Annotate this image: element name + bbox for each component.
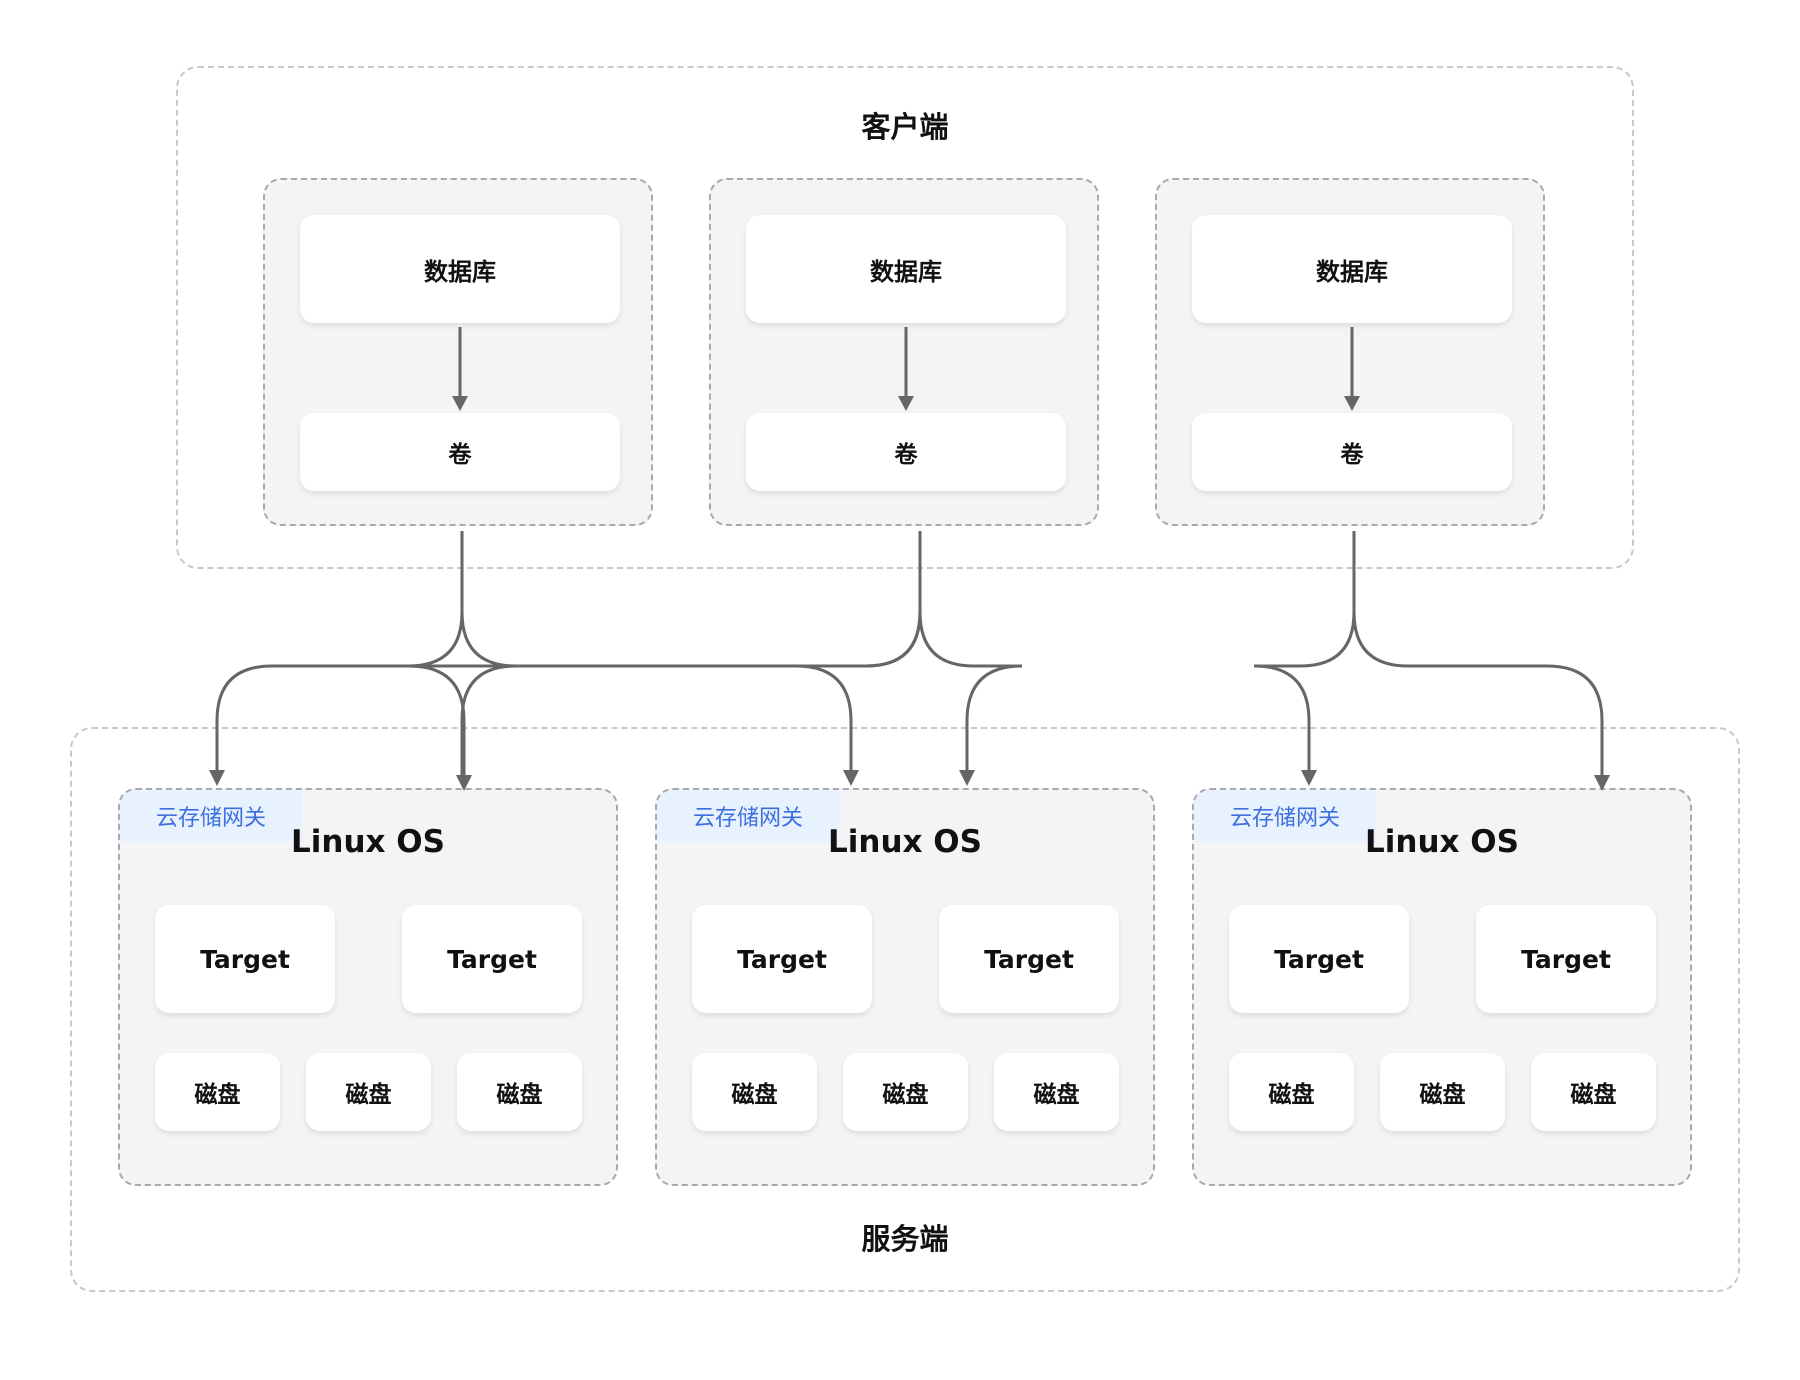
target-card: Target <box>939 905 1119 1013</box>
connector-path <box>1253 531 1356 770</box>
disk-card: 磁盘 <box>843 1053 968 1131</box>
target-card: Target <box>155 905 335 1013</box>
disk-card: 磁盘 <box>306 1053 431 1131</box>
gateway-tag: 云存储网关 <box>120 790 302 842</box>
connector-path <box>408 611 517 775</box>
database-card: 数据库 <box>746 215 1066 323</box>
target-card: Target <box>692 905 872 1013</box>
connector-path <box>918 611 1023 770</box>
connector-path <box>795 611 922 770</box>
disk-card: 磁盘 <box>692 1053 817 1131</box>
db-to-volume-arrow <box>1344 327 1360 411</box>
client-title: 客户端 <box>861 110 949 144</box>
target-card: Target <box>1229 905 1409 1013</box>
server-node-3: 云存储网关 Linux OS Target Target 磁盘 磁盘 磁盘 <box>1192 788 1692 1186</box>
database-card: 数据库 <box>300 215 620 323</box>
client-group: 客户端 <box>176 66 1634 569</box>
server-node-2: 云存储网关 Linux OS Target Target 磁盘 磁盘 磁盘 <box>655 788 1155 1186</box>
disk-card: 磁盘 <box>1531 1053 1656 1131</box>
server-title: 服务端 <box>861 1222 949 1256</box>
client-stack-1: 数据库 卷 <box>263 178 653 526</box>
db-to-volume-arrow <box>452 327 468 411</box>
target-card: Target <box>402 905 582 1013</box>
target-card: Target <box>1476 905 1656 1013</box>
connector-path <box>215 531 464 770</box>
volume-card: 卷 <box>1192 413 1512 491</box>
os-title: Linux OS <box>291 824 445 860</box>
disk-card: 磁盘 <box>1229 1053 1354 1131</box>
server-group: 服务端 <box>70 727 1740 1292</box>
arrowhead <box>1301 770 1317 786</box>
client-stack-2: 数据库 卷 <box>709 178 1099 526</box>
volume-card: 卷 <box>746 413 1066 491</box>
os-title: Linux OS <box>828 824 982 860</box>
arrowhead <box>959 770 975 786</box>
arrowhead <box>1594 775 1610 791</box>
gateway-tag: 云存储网关 <box>657 790 839 842</box>
disk-card: 磁盘 <box>1380 1053 1505 1131</box>
arrowhead <box>843 770 859 786</box>
arrowhead <box>456 775 472 791</box>
disk-card: 磁盘 <box>994 1053 1119 1131</box>
volume-card: 卷 <box>300 413 620 491</box>
client-stack-3: 数据库 卷 <box>1155 178 1545 526</box>
disk-card: 磁盘 <box>457 1053 582 1131</box>
server-node-1: 云存储网关 Linux OS Target Target 磁盘 磁盘 磁盘 <box>118 788 618 1186</box>
connector-path <box>1352 611 1604 775</box>
disk-card: 磁盘 <box>155 1053 280 1131</box>
os-title: Linux OS <box>1365 824 1519 860</box>
database-card: 数据库 <box>1192 215 1512 323</box>
gateway-tag: 云存储网关 <box>1194 790 1376 842</box>
db-to-volume-arrow <box>898 327 914 411</box>
arrowhead <box>209 770 225 786</box>
